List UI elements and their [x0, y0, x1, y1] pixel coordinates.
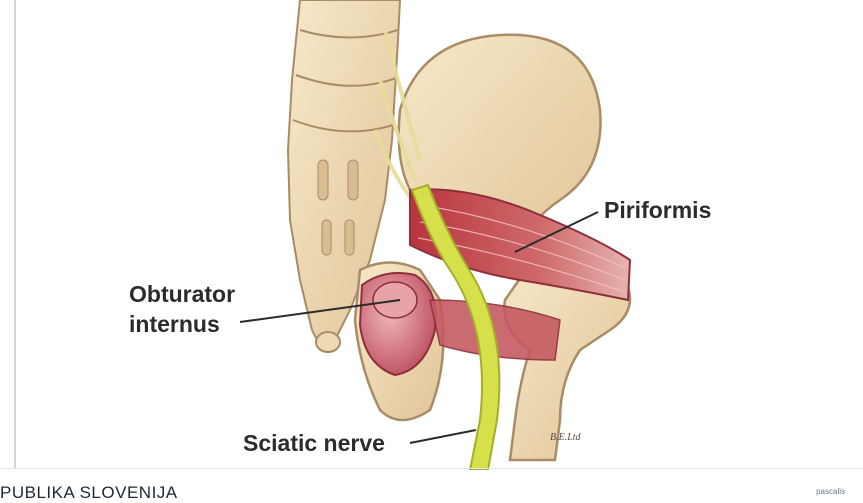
obturator-label-line2: internus — [129, 311, 220, 337]
sciatic-leader-line — [410, 430, 476, 443]
footer-logo: pascalis — [816, 487, 845, 496]
piriformis-label: Piriformis — [604, 197, 711, 223]
footer-caption: PUBLIKA SLOVENIJA — [0, 483, 178, 503]
hip-anatomy-illustration: Piriformis Obturator internus Sciatic ne… — [0, 0, 863, 470]
obturator-label-line1: Obturator — [129, 281, 235, 307]
sciatic-nerve-label: Sciatic nerve — [243, 430, 385, 456]
figure-bottom-divider — [0, 468, 863, 469]
artist-signature: B.E.Ltd — [550, 432, 582, 443]
